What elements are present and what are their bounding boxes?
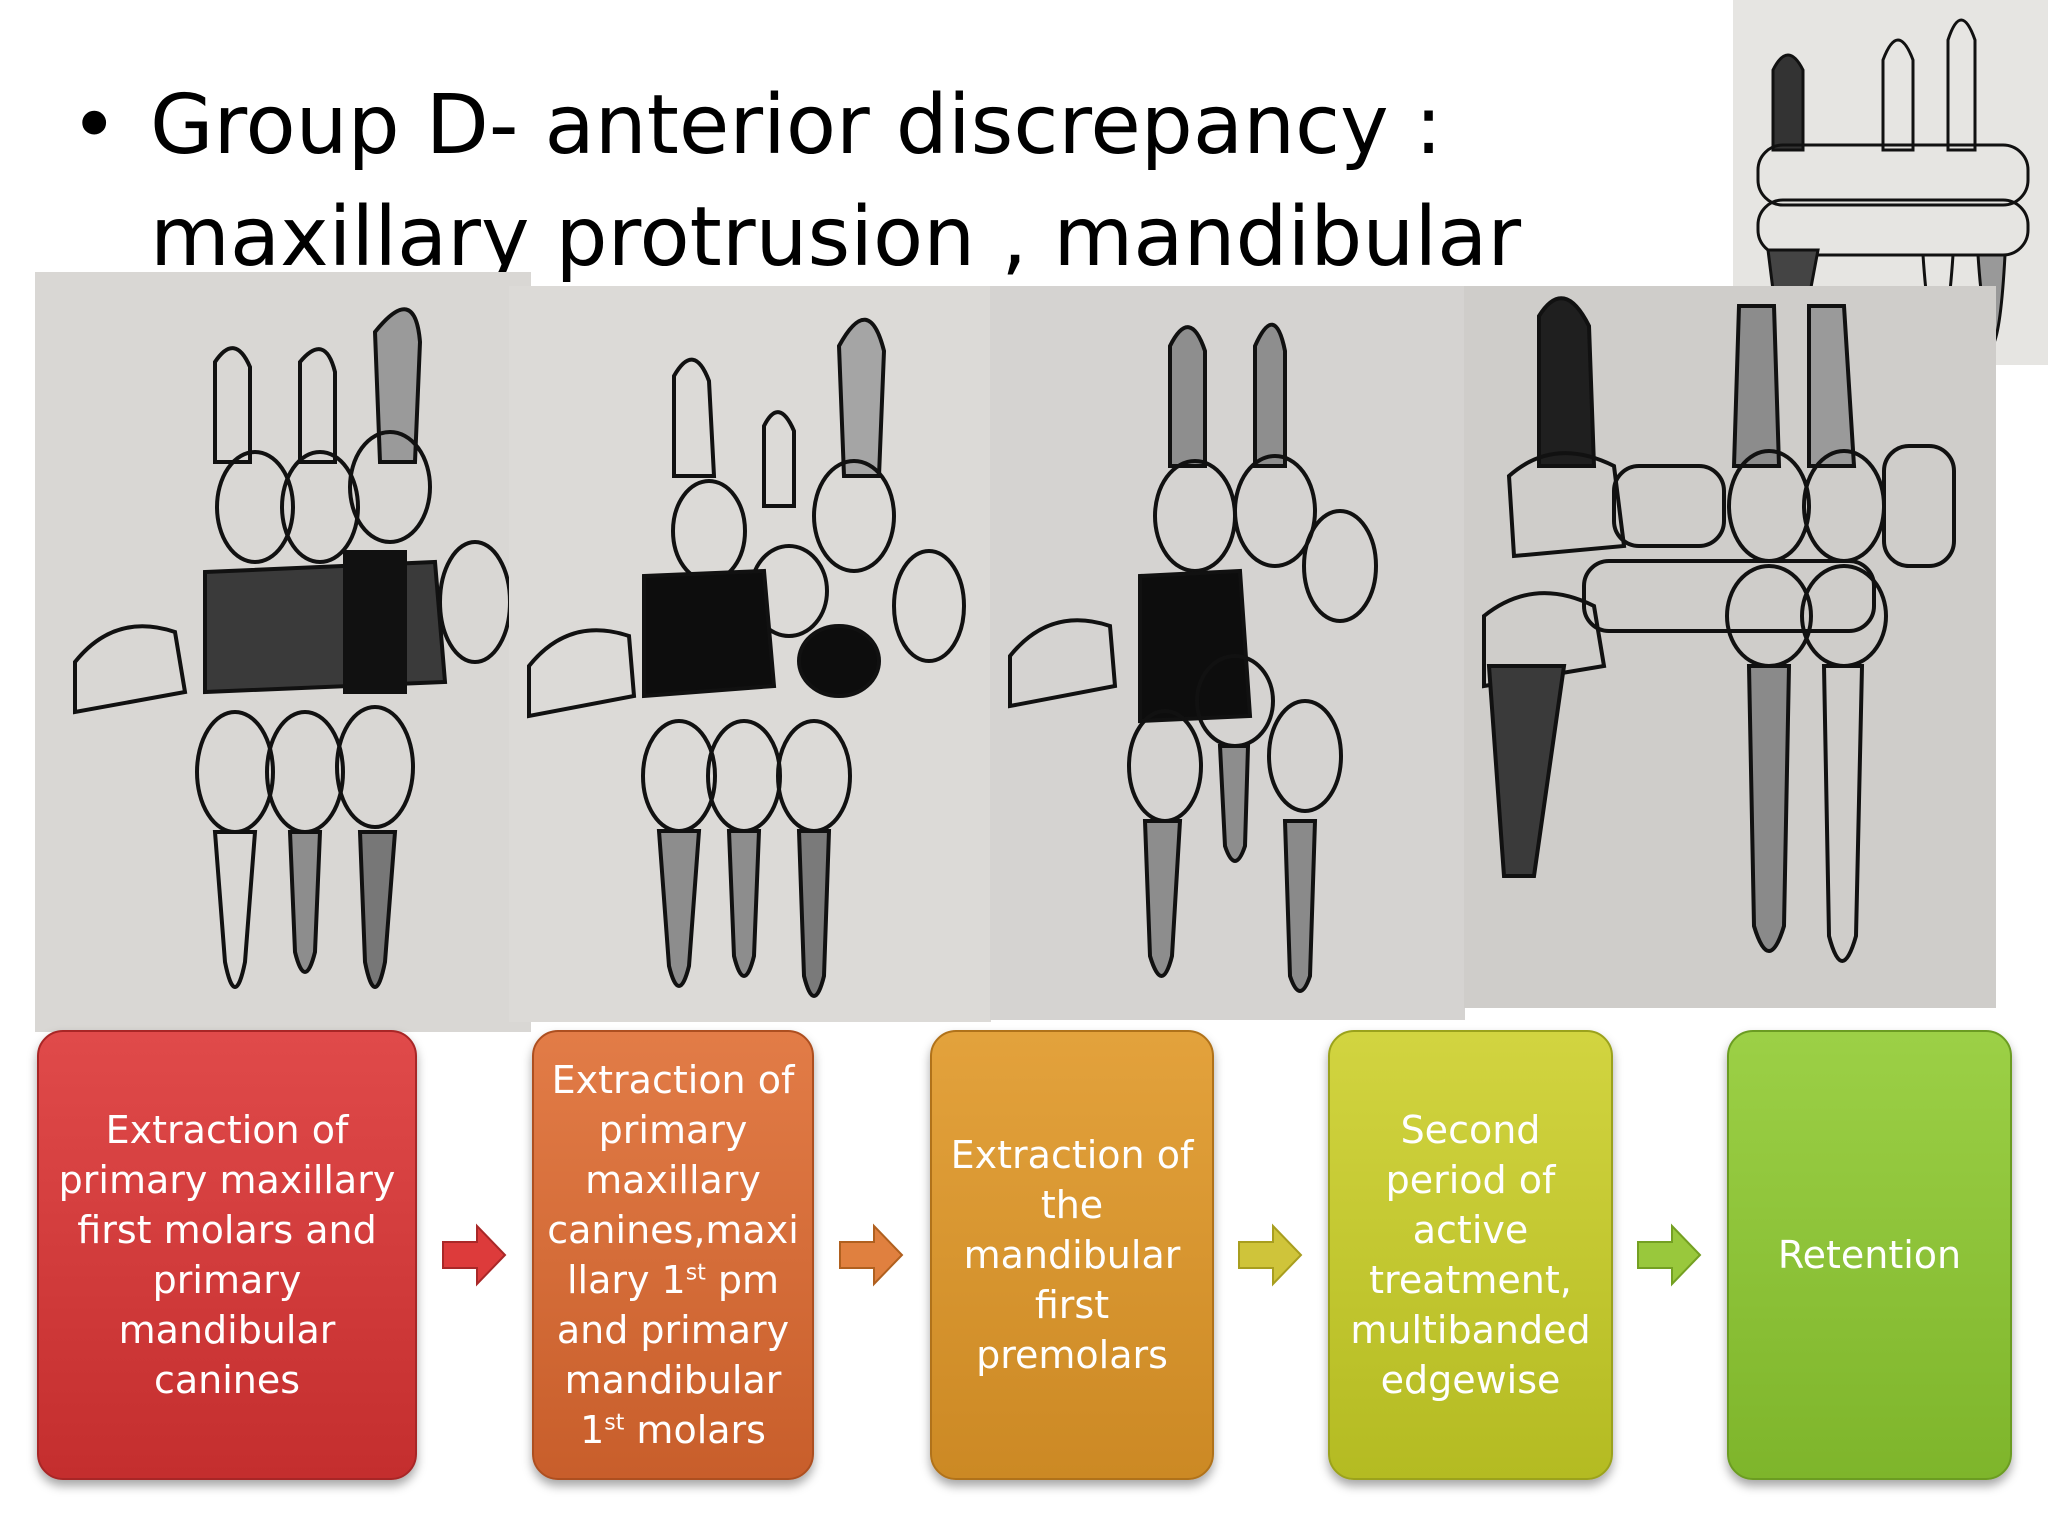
- arrow-right-icon: [1238, 1223, 1303, 1287]
- step-1-box: Extraction of primary maxillary first mo…: [37, 1030, 417, 1480]
- step-3-text: Extraction of the mandibular first premo…: [950, 1133, 1194, 1377]
- tooth-diagram-stage-1: [35, 272, 531, 1032]
- step-4-box: Second period of active treatment, multi…: [1328, 1030, 1613, 1480]
- arrow-right-icon: [442, 1223, 507, 1287]
- tooth-diagram-stage-4: [1464, 286, 1996, 1008]
- step-2-text-part-1: Extraction of primary maxillary canines,…: [547, 1058, 799, 1302]
- step-2-sup-2: st: [604, 1410, 625, 1436]
- step-1-text: Extraction of primary maxillary first mo…: [58, 1108, 396, 1402]
- step-2-text-part-3: molars: [624, 1408, 766, 1452]
- tooth-diagram-stage-2: [509, 286, 991, 1022]
- step-2-text: Extraction of primary maxillary canines,…: [547, 1055, 799, 1455]
- arrow-right-icon: [839, 1223, 904, 1287]
- arrow-right-icon: [1637, 1223, 1702, 1287]
- step-2-box: Extraction of primary maxillary canines,…: [532, 1030, 814, 1480]
- step-4-text: Second period of active treatment, multi…: [1350, 1108, 1591, 1402]
- step-2-text-part-2: pm and primary mandibular 1: [556, 1258, 790, 1452]
- step-3-box: Extraction of the mandibular first premo…: [930, 1030, 1214, 1480]
- step-2-sup-1: st: [685, 1260, 706, 1286]
- tooth-diagram-stage-3: [990, 286, 1465, 1020]
- step-5-text: Retention: [1777, 1233, 1962, 1277]
- step-5-box: Retention: [1727, 1030, 2012, 1480]
